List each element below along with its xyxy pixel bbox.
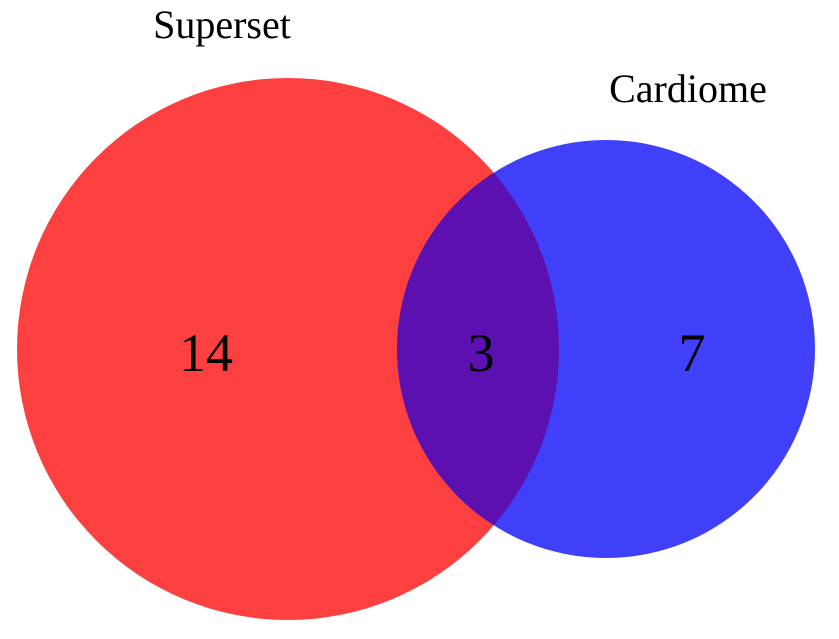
set-label-superset: Superset [153, 2, 291, 47]
count-superset-only: 14 [179, 323, 233, 383]
set-label-cardiome: Cardiome [609, 66, 767, 111]
venn-circle-superset [17, 78, 559, 620]
count-cardiome-only: 7 [679, 323, 706, 383]
venn-intersection-region [397, 172, 559, 526]
count-intersection: 3 [468, 323, 495, 383]
